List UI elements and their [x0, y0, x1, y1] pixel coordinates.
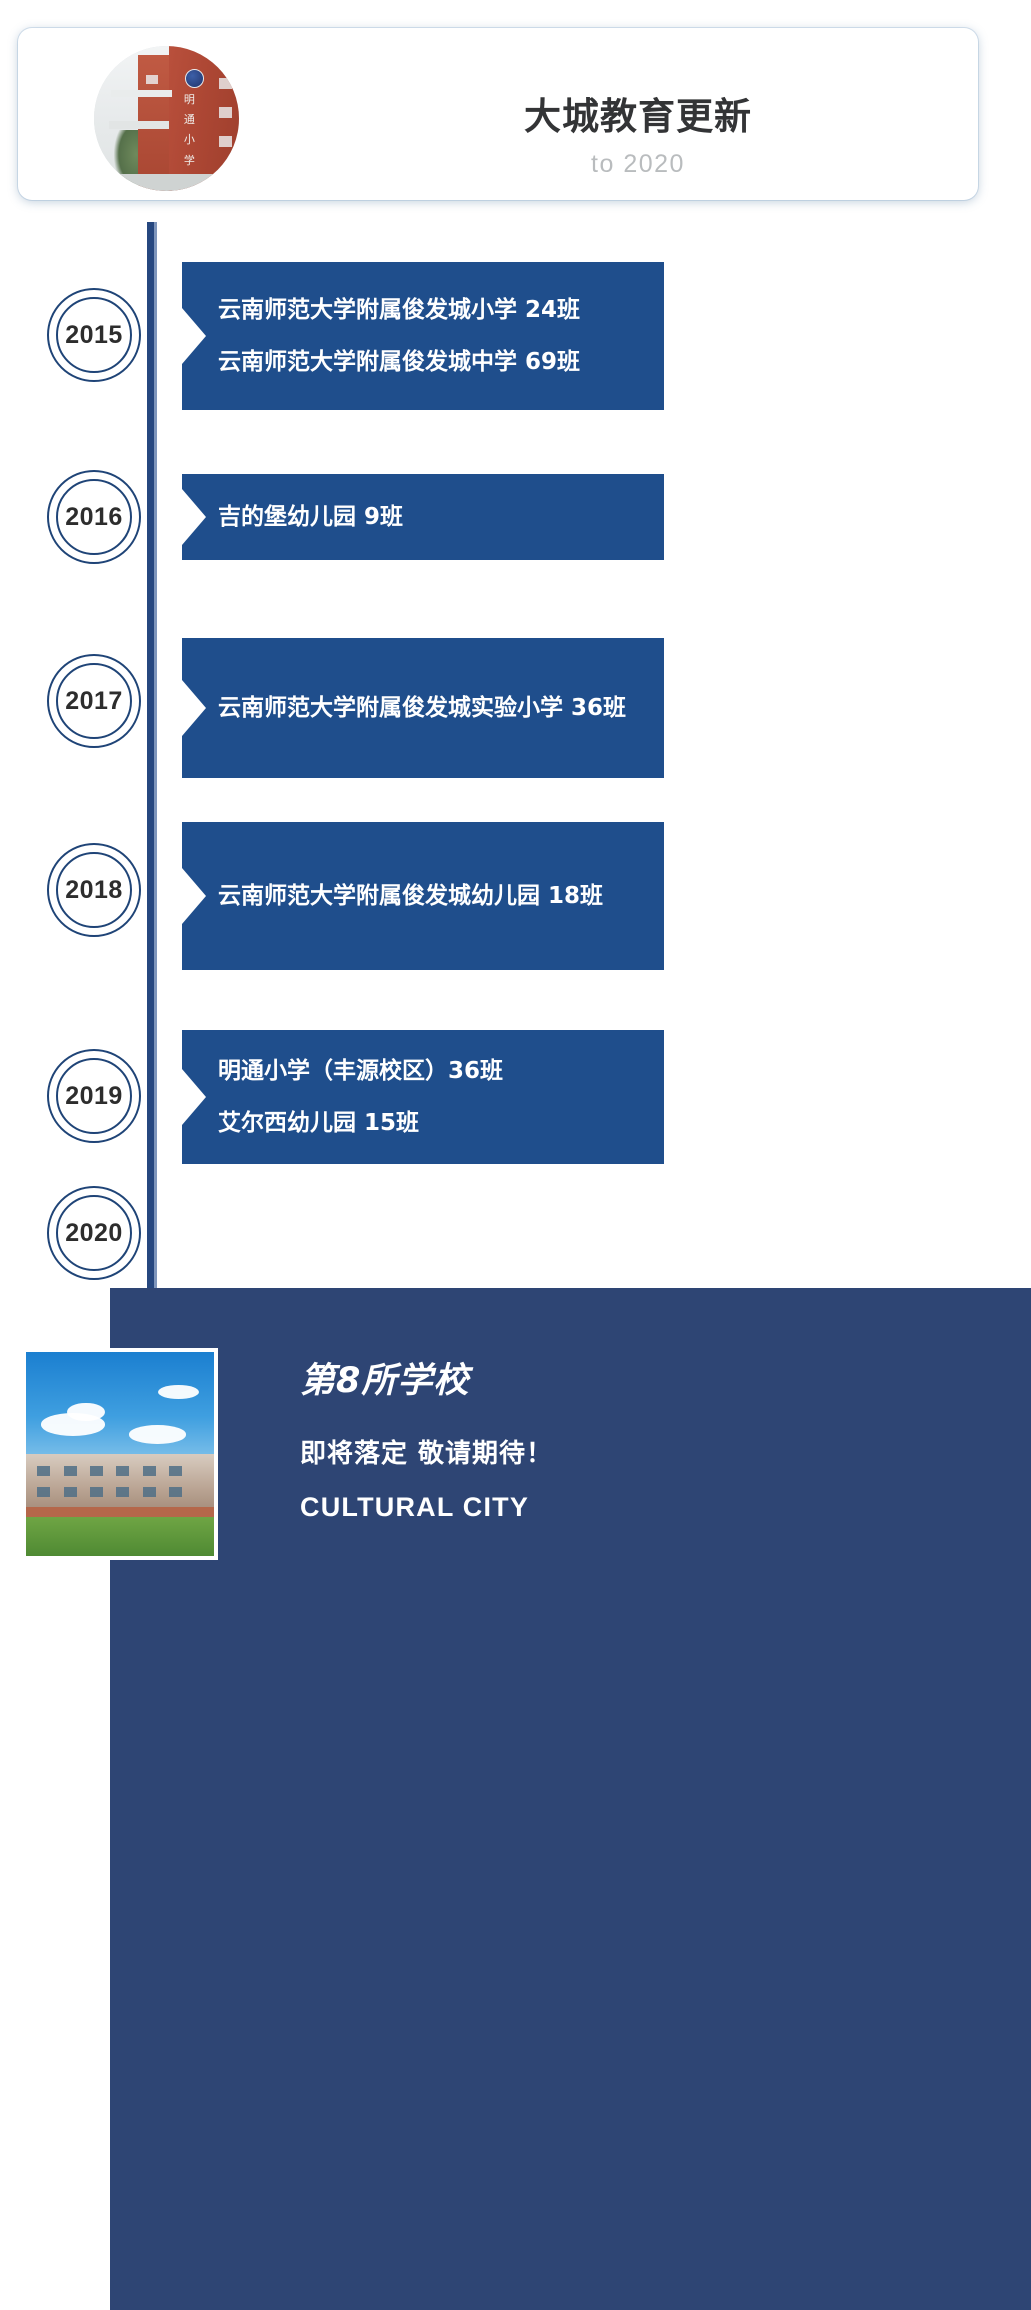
- year-label: 2019: [65, 1081, 123, 1110]
- event-line: 艾尔西幼儿园 15班: [218, 1110, 420, 1136]
- photo-window: [218, 106, 232, 119]
- year-label: 2017: [65, 686, 123, 715]
- photo-sky: [26, 1352, 214, 1471]
- footer-text-block: 第8所学校 即将落定 敬请期待！ CULTURAL CITY: [300, 1352, 1000, 1523]
- photo-window: [142, 1486, 156, 1497]
- photo-window: [218, 135, 232, 148]
- school-emblem-icon: [185, 69, 205, 89]
- campus-photo: [22, 1348, 218, 1560]
- year-label: 2020: [65, 1218, 123, 1247]
- photo-cloud: [67, 1403, 105, 1422]
- photo-window: [168, 1486, 183, 1497]
- year-marker-2020[interactable]: 2020: [47, 1186, 141, 1280]
- photo-window: [168, 1466, 183, 1477]
- photo-window: [89, 1486, 104, 1497]
- year-marker-2016[interactable]: 2016: [47, 470, 141, 564]
- event-line: 云南师范大学附属俊发城幼儿园 18班: [218, 883, 604, 909]
- photo-sign-char: 小: [183, 133, 195, 147]
- year-marker-2017[interactable]: 2017: [47, 654, 141, 748]
- photo-window: [89, 1466, 104, 1477]
- header-card: 明 通 小 学 大城教育更新 to 2020: [18, 28, 978, 200]
- event-banner-2015[interactable]: 云南师范大学附属俊发城小学 24班 云南师范大学附属俊发城中学 69班: [182, 262, 664, 410]
- footer-subhead: 即将落定 敬请期待！: [300, 1439, 554, 1469]
- photo-sign-char: 学: [183, 153, 195, 167]
- event-banner-2017[interactable]: 云南师范大学附属俊发城实验小学 36班: [182, 638, 664, 778]
- event-line: 吉的堡幼儿园 9班: [218, 504, 404, 530]
- event-line: 云南师范大学附属俊发城中学 69班: [218, 349, 581, 375]
- photo-window: [37, 1486, 51, 1497]
- timeline-axis: [147, 222, 154, 1300]
- photo-ledge-upper: [111, 89, 173, 97]
- page-title: 大城教育更新: [524, 95, 752, 138]
- year-marker-2019[interactable]: 2019: [47, 1049, 141, 1143]
- photo-window: [116, 1466, 130, 1477]
- year-label: 2016: [65, 502, 123, 531]
- photo-window: [63, 1466, 77, 1477]
- photo-window: [116, 1486, 130, 1497]
- photo-window: [63, 1486, 77, 1497]
- footer-panel: [110, 1288, 1031, 2310]
- event-line: 云南师范大学附属俊发城小学 24班: [218, 297, 581, 323]
- footer-tagline: CULTURAL CITY: [300, 1492, 530, 1522]
- event-banner-2019[interactable]: 明通小学（丰源校区）36班 艾尔西幼儿园 15班: [182, 1030, 664, 1164]
- photo-cloud: [157, 1384, 199, 1399]
- photo-cloud: [129, 1425, 186, 1444]
- timeline-axis-highlight: [154, 222, 157, 1300]
- event-line: 明通小学（丰源校区）36班: [218, 1058, 504, 1084]
- school-photo-circle: 明 通 小 学: [94, 46, 239, 191]
- photo-field: [26, 1517, 214, 1556]
- year-label: 2018: [65, 875, 123, 904]
- event-banner-2016[interactable]: 吉的堡幼儿园 9班: [182, 474, 664, 560]
- year-label: 2015: [65, 320, 123, 349]
- photo-window: [37, 1466, 51, 1477]
- photo-sign-char: 通: [183, 113, 195, 127]
- year-marker-2015[interactable]: 2015: [47, 288, 141, 382]
- event-banner-2018[interactable]: 云南师范大学附属俊发城幼儿园 18班: [182, 822, 664, 970]
- year-marker-2018[interactable]: 2018: [47, 843, 141, 937]
- photo-window: [142, 1466, 156, 1477]
- photo-building-main: [169, 46, 239, 191]
- footer-headline: 第8所学校: [300, 1361, 470, 1401]
- photo-window: [218, 77, 232, 90]
- photo-sign-char: 明: [183, 92, 195, 106]
- photo-ground: [94, 173, 239, 191]
- photo-running-track: [26, 1507, 214, 1518]
- page-subtitle: to 2020: [591, 150, 685, 178]
- photo-window: [146, 75, 158, 84]
- event-line: 云南师范大学附属俊发城实验小学 36班: [218, 695, 627, 721]
- photo-ledge-lower: [108, 121, 170, 129]
